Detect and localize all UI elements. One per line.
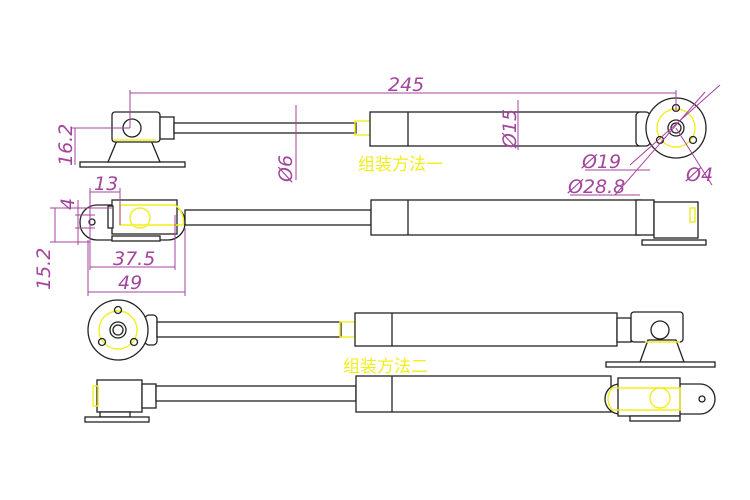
dim-rod-dia: Ø6 (275, 155, 297, 183)
assembly-2 (79, 199, 707, 246)
dim-37-5: 37.5 (113, 248, 155, 270)
assembly-1 (79, 97, 707, 168)
dimension-lines (50, 84, 721, 296)
assembly-4 (84, 375, 716, 423)
dim-cylinder-dia: Ø15 (499, 109, 521, 149)
dim-disc-dia: Ø28.8 (567, 176, 625, 198)
dim-hole-dia: Ø4 (685, 164, 713, 186)
assembly-3 (87, 299, 716, 368)
dim-bolt-circle: Ø19 (581, 151, 621, 173)
dim-length: 245 (388, 74, 424, 96)
dim-13: 13 (94, 173, 118, 195)
method-1-label: 组装方法一 (358, 155, 443, 175)
dim-4: 4 (57, 198, 79, 210)
dim-15-2: 15.2 (33, 248, 55, 290)
dim-49: 49 (118, 272, 142, 294)
method-2-label: 组装方法二 (343, 357, 428, 377)
dim-bracket-height: 16.2 (55, 124, 77, 166)
